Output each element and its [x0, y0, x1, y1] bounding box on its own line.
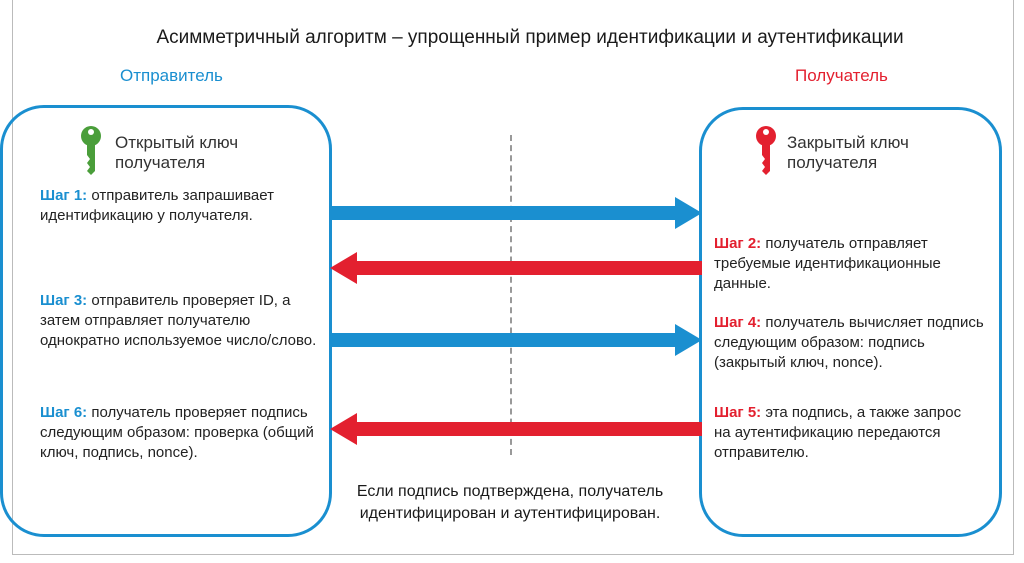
- divider-dashed-line: [510, 135, 512, 455]
- public-key-icon: [81, 126, 101, 175]
- arrow-step-2: [330, 252, 702, 284]
- arrow-step-3: [330, 324, 702, 356]
- public-key-line1: Открытый ключ: [115, 133, 239, 152]
- step-2-label: Шаг 2:: [714, 235, 762, 252]
- public-key-line2: получателя: [115, 153, 206, 172]
- step-2: Шаг 2: получатель отправляет требуемые и…: [714, 234, 984, 294]
- step-5-label: Шаг 5:: [714, 404, 762, 421]
- step-1: Шаг 1: отправитель запрашивает идентифик…: [40, 186, 325, 226]
- step-6: Шаг 6: получатель проверяет подпись след…: [40, 403, 315, 463]
- receiver-box: [699, 107, 1002, 537]
- arrow-step-5: [330, 413, 702, 445]
- step-5: Шаг 5: эта подпись, а также запрос на ау…: [714, 403, 979, 463]
- step-3-label: Шаг 3:: [40, 292, 88, 309]
- private-key-icon: [756, 126, 776, 175]
- image-frame: [12, 0, 1014, 555]
- step-2-text: получатель отправляет требуемые идентифи…: [714, 235, 941, 292]
- step-4: Шаг 4: получатель вычисляет подпись след…: [714, 313, 984, 373]
- arrows-layer: [330, 197, 702, 445]
- arrow-step-1: [330, 197, 702, 229]
- sender-box: [0, 105, 332, 537]
- receiver-label: Получатель: [795, 66, 888, 85]
- private-key-line2: получателя: [787, 153, 878, 172]
- step-6-text: получатель проверяет подпись следующим о…: [40, 404, 314, 461]
- step-1-label: Шаг 1:: [40, 187, 88, 204]
- private-key-line1: Закрытый ключ: [787, 133, 909, 152]
- sender-label: Отправитель: [120, 66, 223, 85]
- step-6-label: Шаг 6:: [40, 404, 88, 421]
- diagram-title: Асимметричный алгоритм – упрощенный прим…: [156, 27, 904, 48]
- step-3: Шаг 3: отправитель проверяет ID, а затем…: [40, 291, 325, 351]
- step-5-text: эта подпись, а также запрос на аутентифи…: [714, 404, 962, 461]
- conclusion-text: Если подпись подтверждена, получатель ид…: [356, 483, 664, 522]
- step-1-text: отправитель запрашивает идентификацию у …: [40, 187, 274, 224]
- step-3-text: отправитель проверяет ID, а затем отправ…: [40, 292, 317, 349]
- step-4-label: Шаг 4:: [714, 314, 762, 331]
- step-4-text: получатель вычисляет подпись следующим о…: [714, 314, 984, 371]
